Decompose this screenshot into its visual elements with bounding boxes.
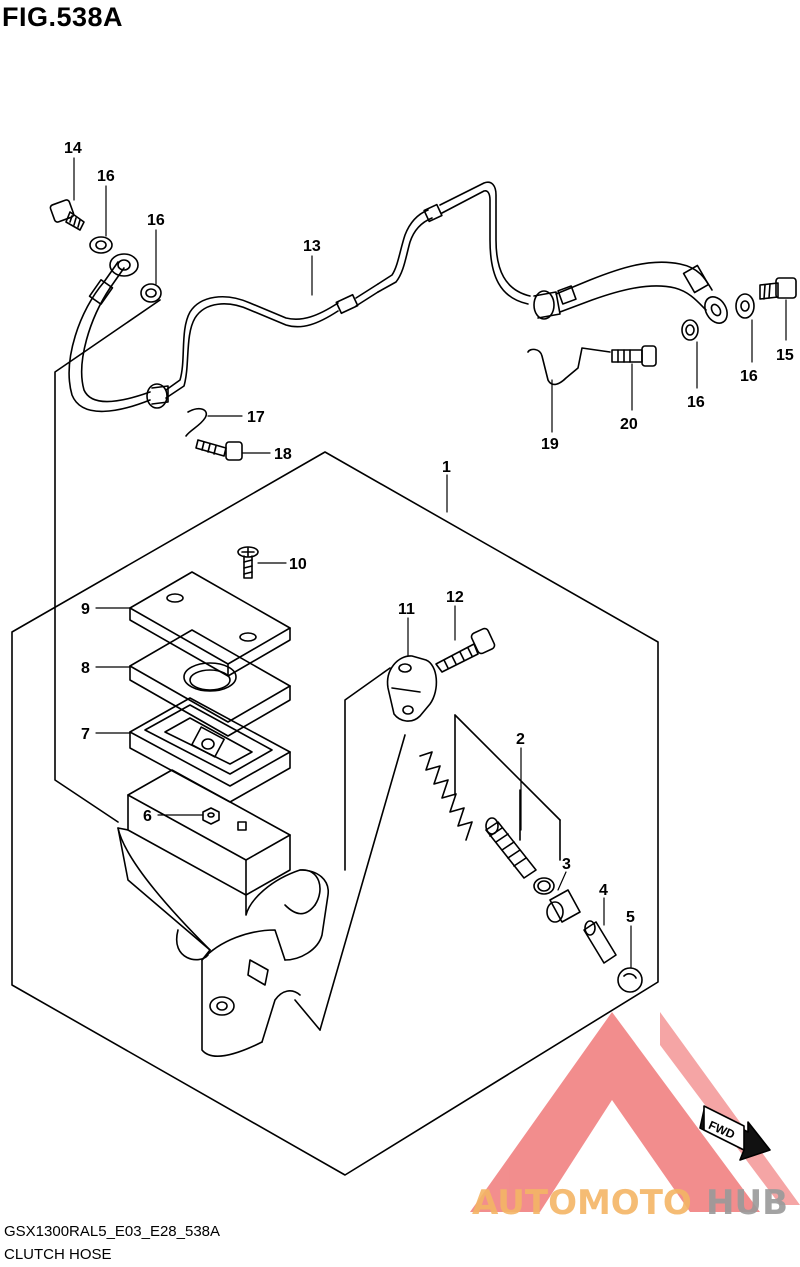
callout-3: 3 xyxy=(562,856,571,873)
assembly-outline xyxy=(11,451,659,1176)
figure-title: FIG.538A xyxy=(2,2,124,32)
plate-8 xyxy=(129,629,291,737)
circlip-3 xyxy=(533,877,555,895)
callout-8: 8 xyxy=(81,660,90,677)
watermark-brand-part1: AUTOMOTO xyxy=(472,1183,692,1223)
callout-18: 18 xyxy=(274,446,292,463)
callout-17: 17 xyxy=(247,409,265,426)
callout-11: 11 xyxy=(398,601,415,618)
bolt-20 xyxy=(611,345,657,367)
callout-14: 14 xyxy=(64,140,82,157)
union-bolt-15 xyxy=(759,277,797,300)
leader-line xyxy=(294,999,321,1031)
callout-19: 19 xyxy=(541,436,559,453)
leader-line xyxy=(344,667,391,871)
callout-6: 6 xyxy=(143,808,152,825)
piston-2 xyxy=(485,817,537,879)
watermark-brand-part2: HUB xyxy=(706,1183,788,1223)
callout-9: 9 xyxy=(81,601,90,618)
leader-line xyxy=(454,714,561,821)
watermark-text: AUTOMOTO HUB xyxy=(472,1183,788,1223)
union-bolt-14 xyxy=(49,199,85,231)
callout-20: 20 xyxy=(620,416,638,433)
figure-name: CLUTCH HOSE xyxy=(4,1246,112,1263)
callout-16: 16 xyxy=(687,394,705,411)
callout-13: 13 xyxy=(303,238,321,255)
boot xyxy=(546,889,581,923)
washer-16 xyxy=(681,319,699,341)
diaphragm-7 xyxy=(129,697,291,803)
nut-6 xyxy=(202,807,220,825)
callout-16: 16 xyxy=(97,168,115,185)
callout-4: 4 xyxy=(599,882,608,899)
callout-15: 15 xyxy=(776,347,794,364)
screw-10 xyxy=(237,546,259,579)
bolt-18 xyxy=(195,439,243,461)
cap-5 xyxy=(617,967,643,993)
callout-7: 7 xyxy=(81,726,90,743)
master-cylinder-body xyxy=(117,769,329,1057)
bracket-11 xyxy=(386,655,438,722)
push-rod-4 xyxy=(583,920,617,964)
watermark-logo xyxy=(470,1012,800,1212)
callout-12: 12 xyxy=(446,589,464,606)
cap-9 xyxy=(129,571,291,677)
washer-16 xyxy=(89,236,113,254)
clamp-17 xyxy=(185,407,207,437)
clutch-hose xyxy=(68,181,728,413)
callout-16: 16 xyxy=(740,368,758,385)
bolt-12 xyxy=(435,627,496,673)
callout-5: 5 xyxy=(626,909,635,926)
callout-leaders xyxy=(73,157,787,969)
leader-line xyxy=(54,299,161,823)
clamp-19 xyxy=(527,347,611,386)
figure-code: GSX1300RAL5_E03_E28_538A xyxy=(4,1223,221,1240)
washer-16 xyxy=(740,300,750,312)
callout-10: 10 xyxy=(289,556,307,573)
washer-16 xyxy=(145,288,157,298)
washer-16 xyxy=(735,293,755,319)
washer-16 xyxy=(685,324,695,336)
washer-16 xyxy=(95,240,107,250)
callouts: 14 16 16 13 15 16 16 20 19 17 18 1 10 9 … xyxy=(64,140,794,926)
washer-16 xyxy=(140,283,162,303)
leader-line xyxy=(319,734,406,1031)
fwd-direction-badge: FWD xyxy=(699,1105,771,1161)
callout-16: 16 xyxy=(147,212,165,229)
callout-2: 2 xyxy=(516,731,525,748)
spring xyxy=(419,751,473,841)
callout-1: 1 xyxy=(442,459,451,476)
